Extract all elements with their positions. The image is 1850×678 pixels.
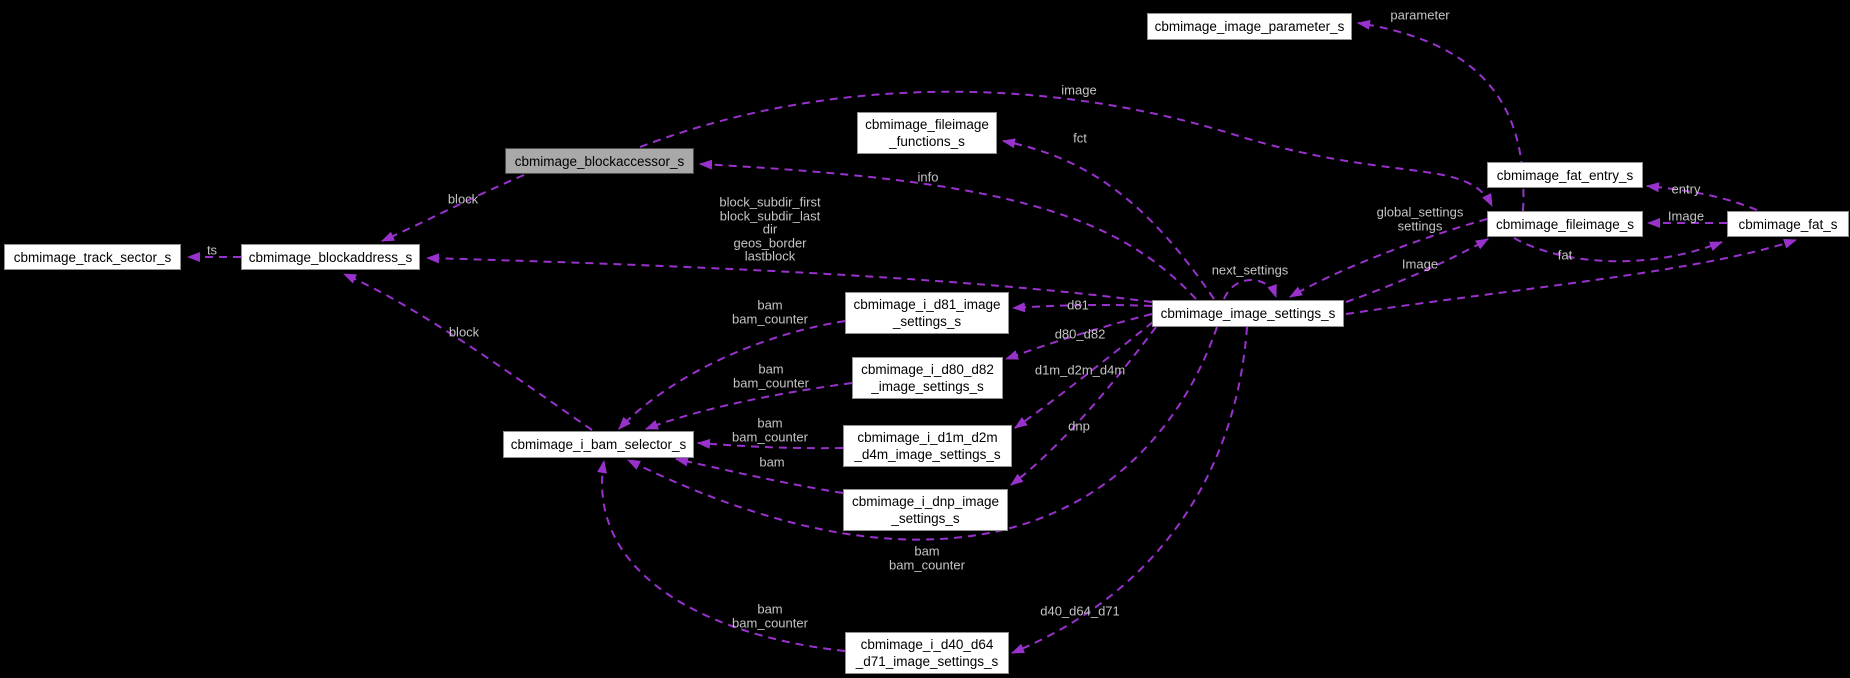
edge-d1m_d2m_d4m — [1014, 321, 1154, 429]
edge-fct — [1002, 138, 1215, 300]
edge-fat_member — [1513, 237, 1723, 263]
edge-bam_dnp — [675, 456, 844, 494]
edge-dnp — [1010, 326, 1157, 486]
node-label-line: _d71_image_settings_s — [855, 654, 999, 669]
edge-info — [699, 159, 1197, 300]
node-label-line: cbmimage_i_d1m_d2m — [857, 430, 998, 445]
edge-image — [639, 90, 1493, 207]
node-label-line: cbmimage_i_d40_d64 — [860, 637, 994, 652]
node-d81[interactable]: cbmimage_i_d81_image _settings_s — [845, 292, 1009, 334]
node-label-line: cbmimage_fat_entry_s — [1496, 167, 1634, 183]
node-label-line: cbmimage_fileimage — [865, 117, 989, 132]
node-dnp[interactable]: cbmimage_i_dnp_image _settings_s — [843, 489, 1008, 531]
node-label-line: _functions_s — [889, 134, 965, 149]
node-label-line: _image_settings_s — [871, 379, 984, 394]
node-d40_d64_d71[interactable]: cbmimage_i_d40_d64 _d71_image_settings_s — [845, 632, 1009, 674]
node-bam_selector[interactable]: cbmimage_i_bam_selector_s — [503, 431, 694, 458]
node-track_sector[interactable]: cbmimage_track_sector_s — [4, 244, 181, 270]
node-image_settings[interactable]: cbmimage_image_settings_s — [1152, 300, 1344, 327]
node-label-line: cbmimage_fat_s — [1738, 216, 1838, 232]
node-label-line: cbmimage_fileimage_s — [1495, 216, 1635, 232]
node-d80_d82[interactable]: cbmimage_i_d80_d82 _image_settings_s — [852, 357, 1003, 399]
node-fileimage_functions[interactable]: cbmimage_fileimage _functions_s — [857, 112, 997, 154]
edge-bam_d1m — [697, 438, 844, 450]
edge-entry — [1646, 182, 1758, 211]
node-label-line: _settings_s — [892, 314, 962, 329]
node-label-line: cbmimage_blockaccessor_s — [514, 153, 685, 169]
node-label-line: cbmimage_i_bam_selector_s — [510, 437, 687, 452]
node-label-line: cbmimage_image_parameter_s — [1154, 19, 1345, 34]
node-label-line: cbmimage_track_sector_s — [13, 249, 172, 265]
edge-bam_d81 — [618, 320, 846, 430]
node-blockaddress[interactable]: cbmimage_blockaddress_s — [241, 244, 420, 270]
edge-d81 — [1012, 302, 1153, 313]
edge-settings_fat — [1345, 239, 1797, 315]
edge-bam_d40 — [597, 460, 846, 652]
edge-d40_d64_d71 — [1011, 326, 1248, 654]
edge-Image_settings — [1345, 238, 1489, 303]
edge-global_settings — [1289, 218, 1488, 298]
node-blockaccessor[interactable]: cbmimage_blockaccessor_s — [505, 148, 694, 174]
node-label-line: cbmimage_blockaddress_s — [248, 249, 413, 265]
node-label-line: _d4m_image_settings_s — [854, 447, 1001, 462]
node-image_parameter[interactable]: cbmimage_image_parameter_s — [1147, 13, 1352, 40]
node-label-line: cbmimage_image_settings_s — [1160, 306, 1336, 321]
node-fat[interactable]: cbmimage_fat_s — [1727, 211, 1849, 237]
edge-bam_d80 — [645, 382, 853, 430]
edge-d80_d82 — [1005, 313, 1153, 360]
edge-blockaddr_fields — [426, 253, 1153, 303]
node-fileimage[interactable]: cbmimage_fileimage_s — [1487, 211, 1643, 237]
edge-block_accessor — [381, 174, 525, 242]
node-label-line: cbmimage_i_dnp_image — [851, 494, 1000, 509]
edge-next_settings — [1223, 279, 1277, 300]
edge-bam_settings — [627, 326, 1218, 541]
node-label-line: _settings_s — [891, 511, 960, 526]
node-label-line: cbmimage_i_d81_image — [853, 297, 1001, 312]
node-fat_entry[interactable]: cbmimage_fat_entry_s — [1487, 162, 1643, 188]
node-label-line: cbmimage_i_d80_d82 — [861, 362, 994, 377]
edge-block_bam — [343, 273, 593, 431]
node-d1m_d2m_d4m[interactable]: cbmimage_i_d1m_d2m _d4m_image_settings_s — [843, 425, 1012, 467]
